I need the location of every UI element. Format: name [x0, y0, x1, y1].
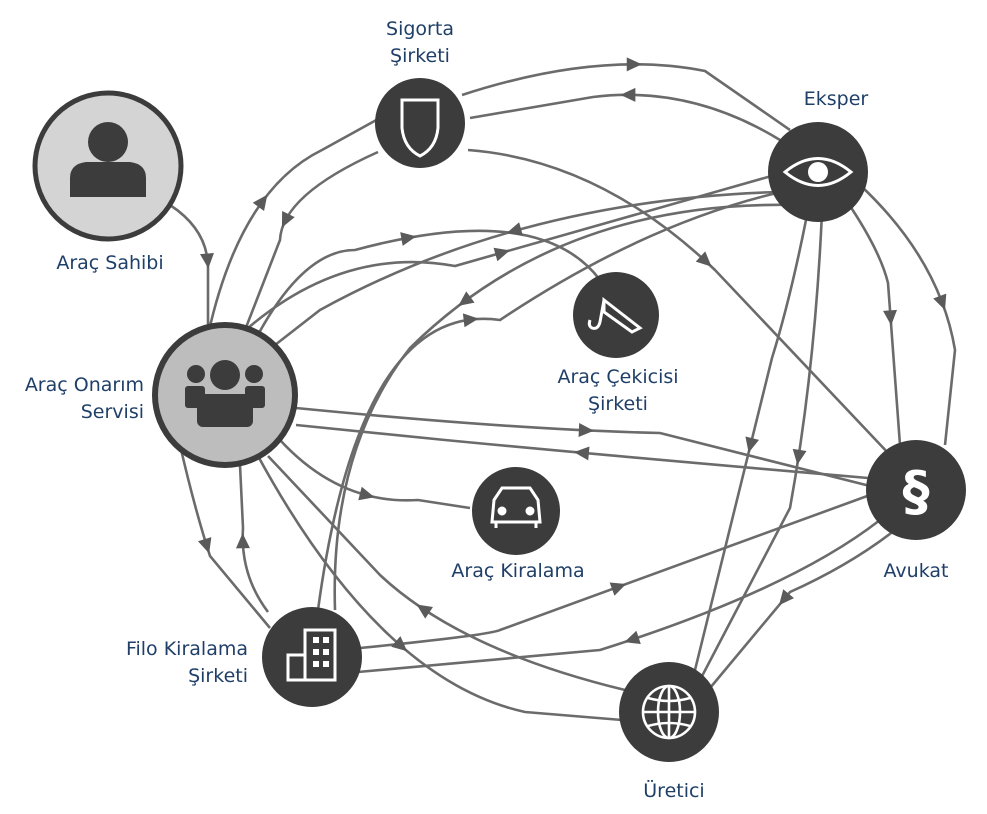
connector-expert-lawyer-2: [859, 184, 957, 446]
connector-repair-expert-1: [239, 173, 776, 336]
eye-icon: [782, 157, 854, 187]
label-line: Avukat: [883, 560, 949, 582]
group-icon: [185, 360, 265, 427]
arrowhead-7: [493, 247, 510, 262]
connector-repair-rental: [279, 439, 471, 510]
connector-fleet-repair-inner: [238, 464, 270, 613]
label-arac-cekicisi-sirketi: Araç Çekicisi Şirketi: [534, 364, 702, 418]
arrowhead-19: [883, 309, 898, 326]
node-arac-onarim-servisi: [152, 322, 298, 468]
label-line: Şirketi: [390, 45, 450, 67]
connector-insurer-repair-inner: [243, 150, 379, 331]
label-line: Filo Kiralama: [125, 638, 248, 660]
arrowhead-8: [506, 222, 523, 236]
label-line: Eksper: [803, 88, 869, 110]
arrowhead-3: [281, 211, 295, 228]
label-line: Araç Onarım: [24, 374, 144, 396]
arrowhead-16: [416, 604, 433, 619]
label-line: Şirketi: [188, 665, 248, 687]
label-avukat: Avukat: [856, 558, 976, 585]
car-icon: [490, 486, 542, 528]
connector-lawyer-maker: [699, 528, 896, 701]
node-uretici: [619, 662, 719, 762]
label-arac-sahibi: Araç Sahibi: [30, 250, 190, 277]
connector-repair-tow: [248, 229, 602, 351]
label-line: Üretici: [643, 780, 705, 802]
label-line: Servisi: [80, 401, 144, 423]
arrowhead-24: [624, 630, 641, 645]
connector-expert-fleet: [333, 203, 796, 611]
connector-repair-maker: [256, 455, 623, 722]
tow-crane-icon: [587, 296, 643, 334]
node-arac-sahibi: [32, 90, 184, 242]
arrowhead-10: [578, 423, 594, 438]
arrowhead-18: [458, 291, 475, 306]
globe-icon: [641, 684, 697, 740]
arrowhead-23: [609, 582, 627, 596]
connector-expert-maker-2: [698, 211, 824, 681]
connector-expert-lawyer-1: [844, 199, 902, 446]
connection-lines: [169, 57, 957, 722]
building-icon: [286, 628, 337, 682]
connector-fleet-lawyer: [359, 493, 871, 650]
connector-expert-maker-1: [693, 219, 808, 671]
connector-expert-repair: [274, 190, 779, 347]
label-line: Araç Kiralama: [451, 560, 585, 582]
node-filo-kiralama-sirketi: [262, 607, 362, 707]
node-arac-cekicisi-sirketi: [573, 272, 659, 358]
nodes-layer: §: [32, 78, 966, 762]
connector-maker-repair: [267, 455, 626, 692]
arrowhead-4: [626, 57, 642, 72]
node-arac-kiralama: [472, 467, 560, 555]
arrowhead-21: [745, 436, 760, 453]
label-filo-kiralama-sirketi: Filo Kiralama Şirketi: [80, 636, 248, 690]
label-arac-onarim-servisi: Araç Onarım Servisi: [2, 372, 144, 426]
connector-insurer-lawyer: [467, 148, 891, 456]
connector-repair-fleet-outer: [178, 444, 271, 629]
label-arac-kiralama: Araç Kiralama: [430, 558, 606, 585]
label-uretici: Üretici: [614, 778, 734, 805]
connector-lawyer-fleet: [357, 518, 881, 674]
node-eksper: [768, 122, 868, 222]
arrowhead-14: [235, 533, 250, 549]
arrowhead-12: [358, 486, 375, 501]
arrowhead-2: [252, 194, 268, 212]
arrowhead-5: [620, 87, 636, 102]
connector-expert-insurer: [469, 93, 781, 142]
arrowhead-6: [695, 251, 712, 267]
connector-fleet-expert: [316, 188, 791, 611]
label-line: Sigorta: [386, 18, 454, 40]
arrowhead-20: [933, 293, 947, 311]
connector-insurer-expert-top: [461, 63, 791, 132]
connector-repair-lawyer-1: [295, 406, 871, 488]
arrowhead-9: [400, 232, 417, 246]
arrowhead-15: [391, 636, 408, 652]
arrowhead-17: [462, 313, 479, 328]
arrowhead-22: [792, 448, 807, 465]
shield-icon: [400, 98, 440, 158]
arrowhead-11: [573, 446, 590, 461]
label-line: Araç Çekicisi: [557, 366, 679, 388]
label-line: Araç Sahibi: [56, 252, 164, 274]
node-avukat: §: [866, 440, 966, 540]
person-icon: [70, 122, 146, 197]
node-sigorta-sirketi: [375, 78, 465, 168]
label-sigorta-sirketi: Sigorta Şirketi: [360, 16, 480, 70]
arrowhead-13: [197, 537, 212, 554]
connector-repair-insurer-outer: [206, 116, 381, 336]
label-eksper: Eksper: [776, 86, 896, 113]
section-sign-icon: §: [903, 460, 930, 523]
label-line: Şirketi: [588, 393, 648, 415]
arrowhead-25: [779, 589, 794, 606]
connector-lawyer-repair: [295, 423, 869, 480]
arrowhead-1: [200, 252, 214, 269]
